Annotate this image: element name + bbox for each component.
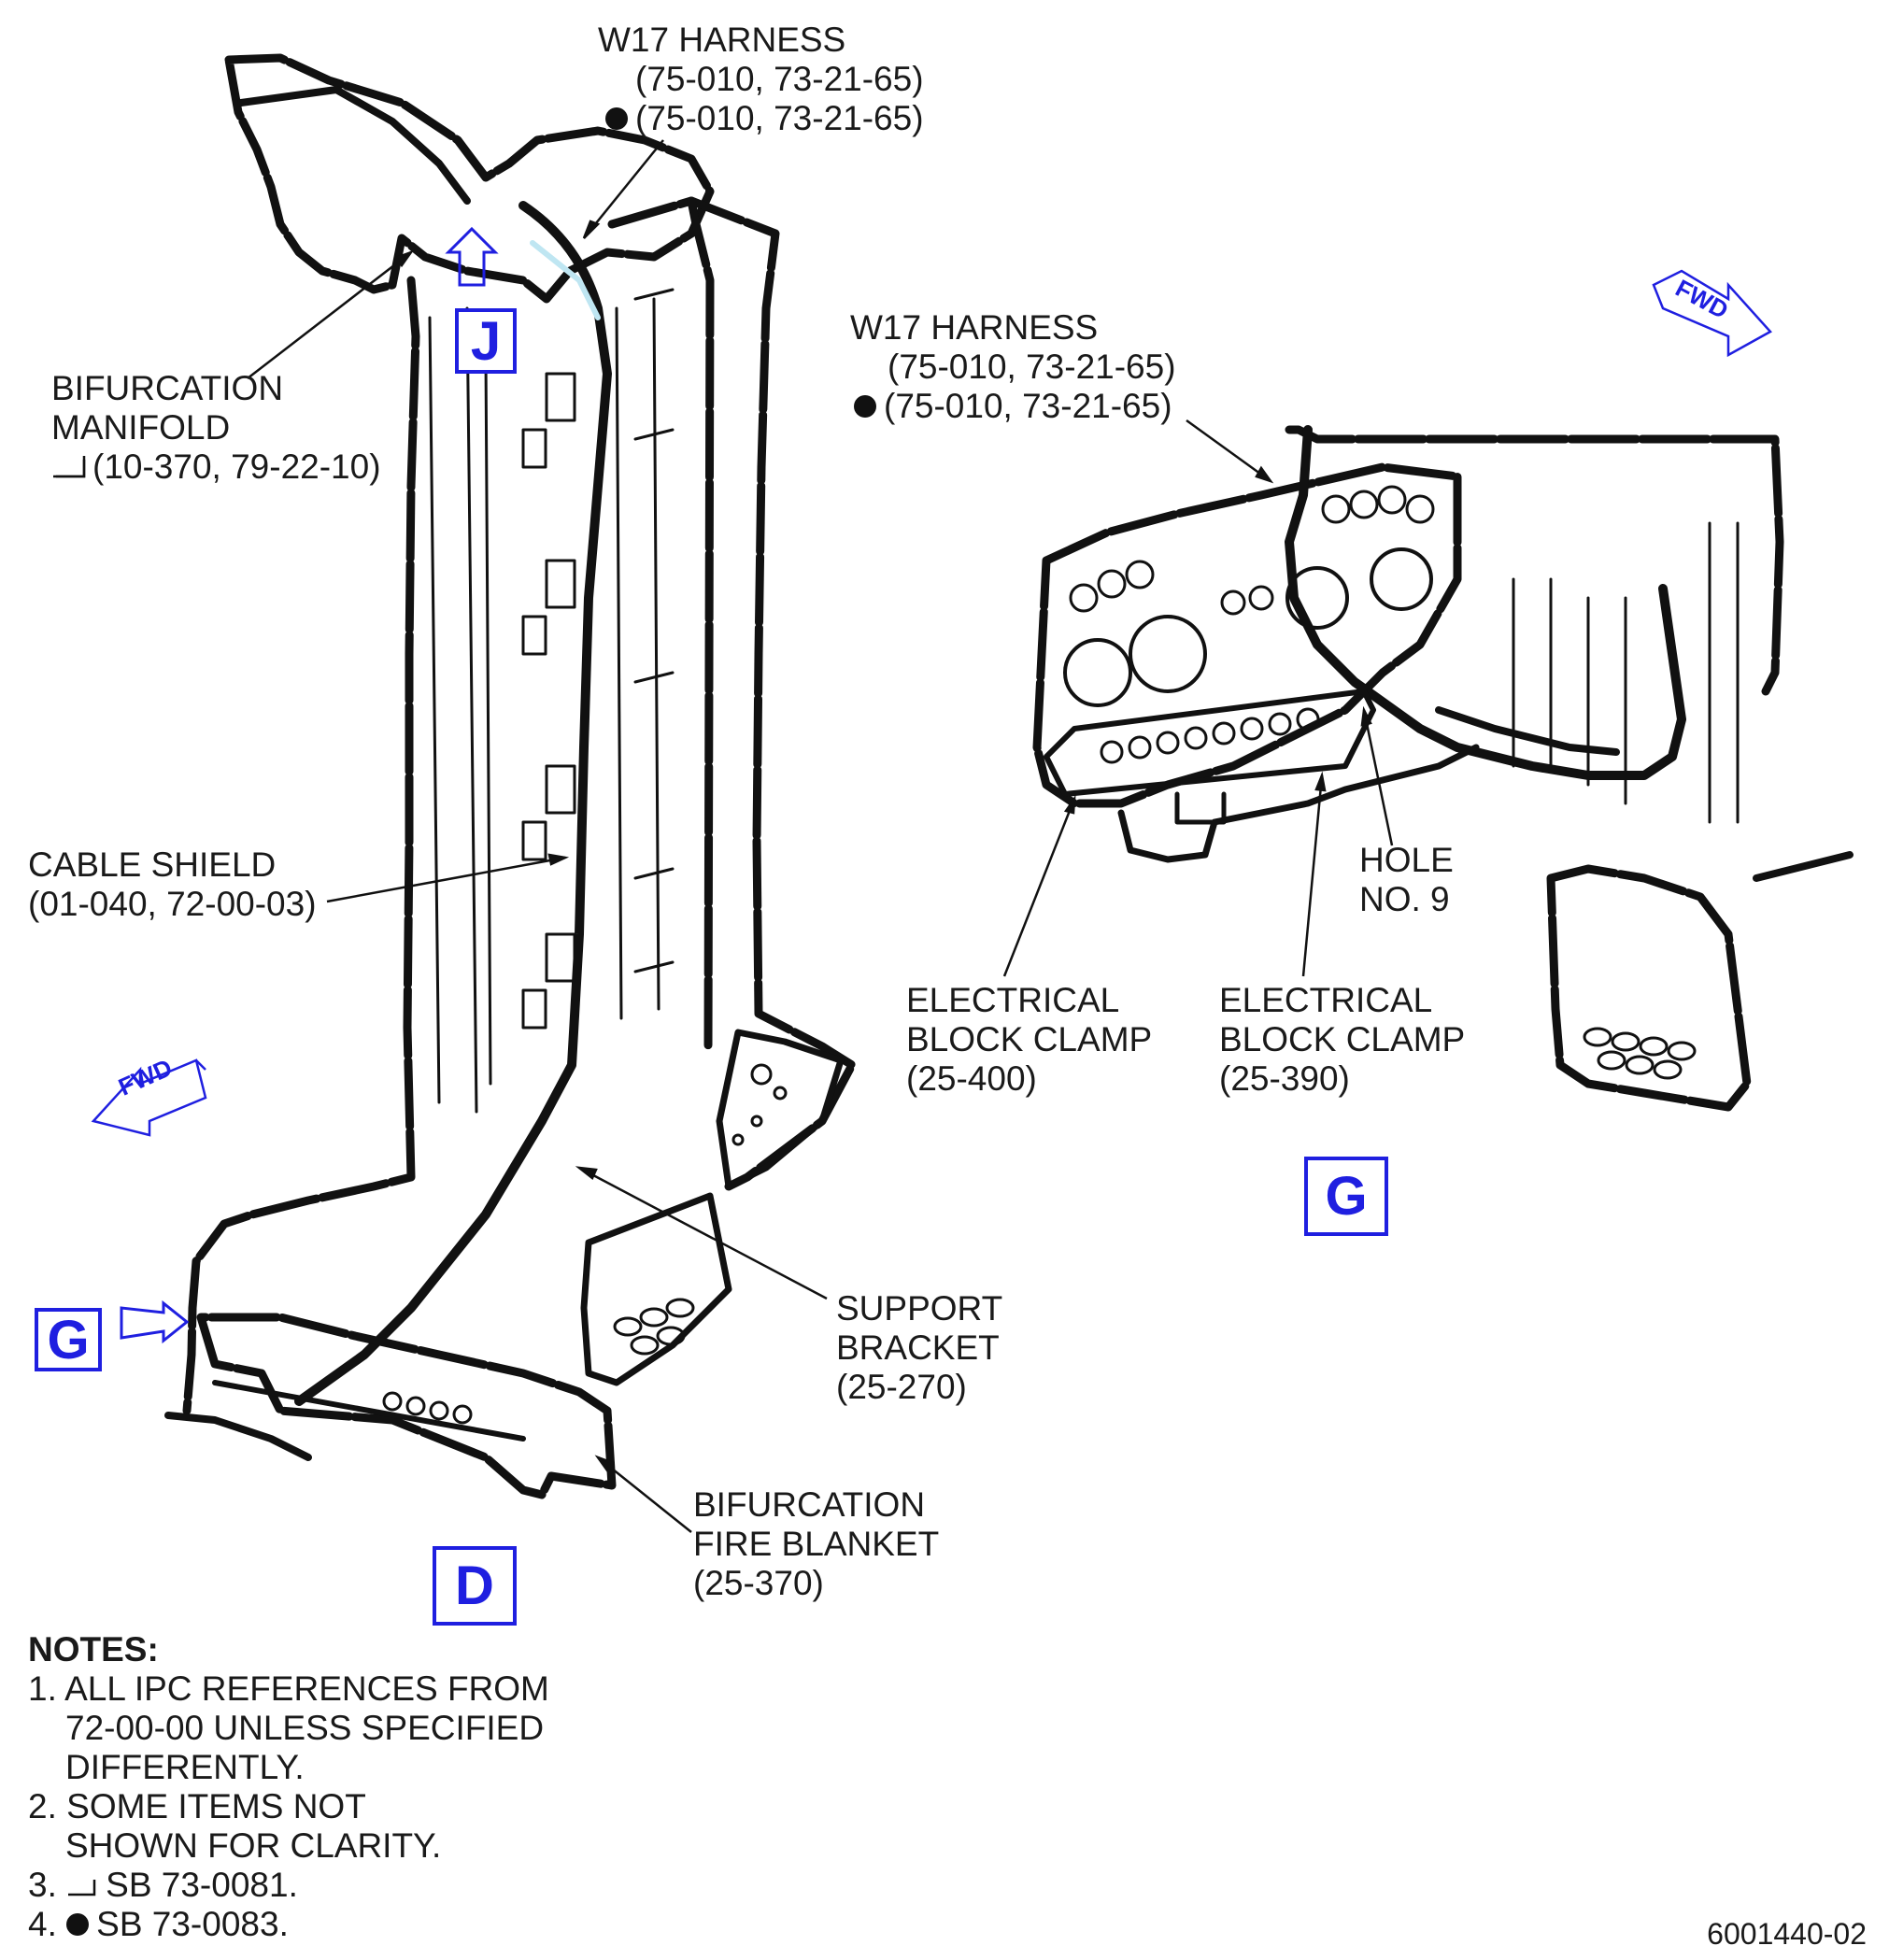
label-title: W17 HARNESS <box>850 308 1099 347</box>
label-line: BIFURCATION <box>693 1485 926 1524</box>
note-line: 72-00-00 UNLESS SPECIFIED <box>65 1709 545 1747</box>
leader-lines-left <box>247 139 828 1533</box>
label-line: MANIFOLD <box>51 408 231 447</box>
callout-d: D <box>433 1546 517 1626</box>
engine-assembly-right <box>1032 425 1853 1112</box>
note-line: 1. ALL IPC REFERENCES FROM <box>28 1669 549 1708</box>
fire-blanket-right <box>1546 864 1752 1112</box>
label-ref-sb: (75-010, 73-21-65) <box>598 99 924 138</box>
sb-triangle-icon <box>56 460 86 478</box>
label-ref: (75-010, 73-21-65) <box>888 348 1176 386</box>
label-ref: (75-010, 73-21-65) <box>635 60 924 98</box>
support-bracket-plate <box>716 1029 845 1190</box>
note-line: 2. SOME ITEMS NOT <box>28 1787 366 1825</box>
label-cable-shield: CABLE SHIELD (01-040, 72-00-03) <box>28 845 317 924</box>
base-bracket-right <box>1117 744 1480 863</box>
note-line-3: 3. SB 73-0081. <box>28 1866 549 1905</box>
label-line: CABLE SHIELD <box>28 845 277 884</box>
note-line: DIFFERENTLY. <box>65 1748 305 1786</box>
label-w17-harness-left: W17 HARNESS (75-010, 73-21-65) (75-010, … <box>598 21 924 138</box>
label-electrical-block-clamp-400: ELECTRICAL BLOCK CLAMP (25-400) <box>906 981 1152 1099</box>
label-line: BRACKET <box>836 1328 1000 1367</box>
fwd-arrow-left <box>91 1058 207 1137</box>
label-ref: (75-010, 73-21-65) <box>884 387 1172 425</box>
mount-plate-right <box>1032 462 1462 808</box>
sb-dot-icon <box>66 1913 90 1937</box>
label-bifurcation-manifold: BIFURCATION MANIFOLD (10-370, 79-22-10) <box>51 369 381 487</box>
label-ref: (25-370) <box>693 1564 824 1602</box>
leader-lines-right <box>1002 419 1394 977</box>
label-support-bracket: SUPPORT BRACKET (25-270) <box>836 1289 1002 1407</box>
label-w17-harness-right: W17 HARNESS (75-010, 73-21-65) (75-010, … <box>850 308 1176 426</box>
label-line: ELECTRICAL <box>906 981 1120 1019</box>
note-text: SB 73-0081. <box>106 1866 298 1904</box>
label-line: FIRE BLANKET <box>693 1525 940 1563</box>
label-line: NO. 9 <box>1359 880 1450 918</box>
label-title: W17 HARNESS <box>598 21 846 59</box>
label-ref: (75-010, 73-21-65) <box>635 99 924 137</box>
bifurcation-assembly-left <box>164 53 857 1499</box>
callout-g-right: G <box>1304 1157 1388 1236</box>
column-outline-right <box>607 196 857 1191</box>
label-electrical-block-clamp-390: ELECTRICAL BLOCK CLAMP (25-390) <box>1219 981 1465 1099</box>
note-line: SHOWN FOR CLARITY. <box>65 1826 442 1865</box>
label-fire-blanket: BIFURCATION FIRE BLANKET (25-370) <box>693 1485 939 1603</box>
column-outline-left <box>182 276 420 1415</box>
w17-harness-route-right <box>1285 425 1686 780</box>
base-frame-left <box>196 1313 617 1499</box>
callout-g-left: G <box>35 1308 102 1371</box>
label-line: SUPPORT <box>836 1289 1003 1328</box>
notes-heading: NOTES: <box>28 1630 159 1669</box>
label-line: HOLE <box>1359 841 1454 879</box>
fire-blanket-left <box>580 1192 732 1386</box>
label-ref: (10-370, 79-22-10) <box>92 447 381 486</box>
label-ref: (25-390) <box>1219 1059 1350 1098</box>
sb-dot-icon <box>854 395 876 419</box>
label-line: BLOCK CLAMP <box>906 1020 1153 1058</box>
view-arrows <box>120 226 499 1344</box>
document-id: 6001440-02 <box>1707 1917 1867 1951</box>
note-number: 3. <box>28 1866 57 1904</box>
callout-j: J <box>455 308 517 374</box>
w17-harness-route-left <box>294 201 612 1406</box>
label-hole-no-9: HOLE NO. 9 <box>1359 841 1454 919</box>
note-line-4: 4. SB 73-0083. <box>28 1905 549 1944</box>
note-text: SB 73-0083. <box>96 1905 289 1943</box>
fwd-arrow-right <box>1652 269 1772 358</box>
label-ref: (01-040, 72-00-03) <box>28 885 317 923</box>
sb-triangle-icon <box>68 1880 96 1896</box>
note-number: 4. <box>28 1905 57 1943</box>
label-ref: (25-270) <box>836 1368 967 1406</box>
view-arrow-g <box>120 1300 190 1344</box>
notes-block: NOTES: 1. ALL IPC REFERENCES FROM 72-00-… <box>28 1630 549 1944</box>
label-line: BIFURCATION <box>51 369 284 407</box>
sb-dot-icon <box>605 107 628 131</box>
view-arrow-j <box>445 226 499 287</box>
label-ref-sb: (75-010, 73-21-65) <box>850 387 1176 426</box>
label-line: BLOCK CLAMP <box>1219 1020 1466 1058</box>
label-ref: (25-400) <box>906 1059 1037 1098</box>
label-line: ELECTRICAL <box>1219 981 1433 1019</box>
